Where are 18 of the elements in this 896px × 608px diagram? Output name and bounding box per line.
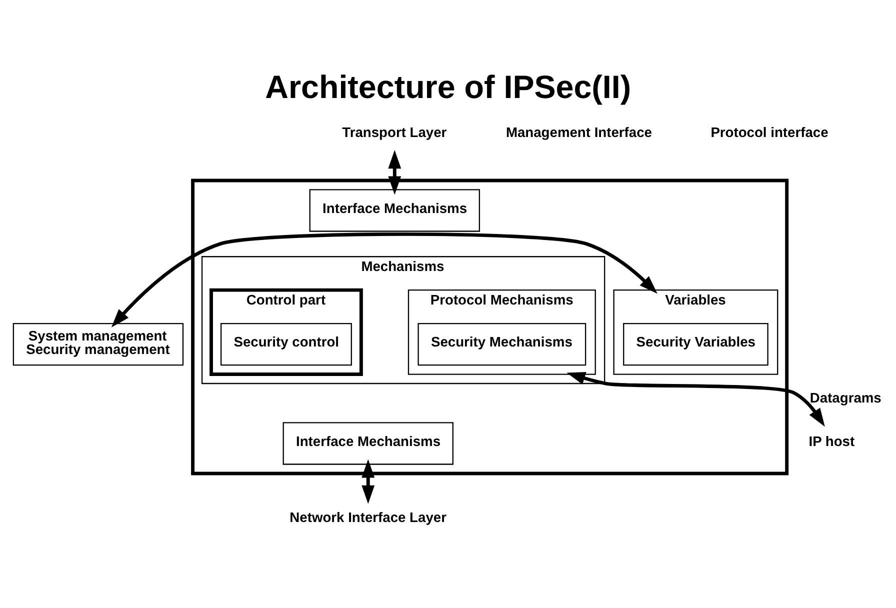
label: Protocol interface [710, 123, 828, 140]
arrow [362, 458, 375, 504]
node-box: Interface Mechanisms [309, 188, 480, 232]
label: Management Interface [506, 123, 652, 140]
node-text: Transport Layer [342, 123, 447, 140]
node-text: IP host [808, 432, 855, 448]
node-box: Security control [220, 322, 352, 366]
arrow [566, 372, 825, 426]
arrow [111, 232, 658, 327]
node-text: Network Interface Layer [290, 508, 446, 525]
node-box: System management Security management [12, 322, 184, 366]
arrow [388, 150, 402, 194]
diagram-title: Architecture of IPSec(II) [265, 68, 632, 104]
node-box: Security Variables [623, 322, 768, 366]
cluster [191, 178, 789, 475]
edge-label: Datagrams [810, 389, 882, 406]
node-box: Interface Mechanisms [282, 422, 454, 464]
node-box: Security Mechanisms [418, 322, 586, 366]
